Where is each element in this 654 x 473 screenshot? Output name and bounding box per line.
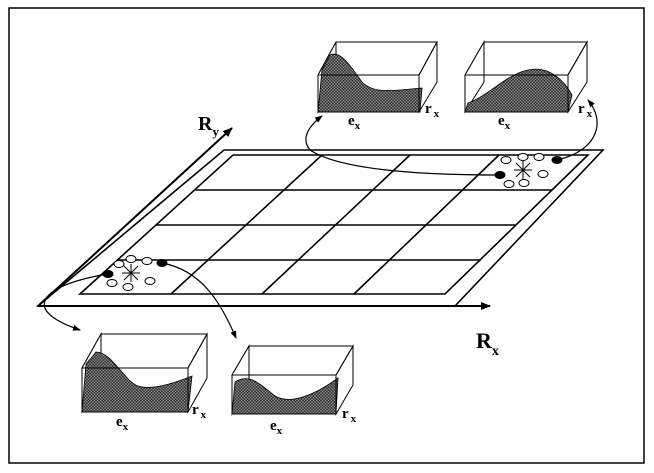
connector-arrow-top-right [556, 99, 598, 161]
axis-vertical-label: Ry [198, 113, 219, 139]
inset-x-label: ex [270, 418, 283, 437]
neuron-cluster-top-right [494, 153, 563, 188]
connector-arrow-top-left [305, 115, 501, 176]
unit-open-circle [125, 255, 137, 263]
grid-line-v2 [261, 154, 411, 295]
inset-x-label: ex [498, 113, 511, 132]
grid-line-v1 [170, 154, 323, 295]
grid-line-v3 [353, 154, 500, 295]
connector-arrow-bottom-right [161, 262, 237, 339]
figure-frame [8, 7, 645, 464]
unit-open-circle [518, 179, 530, 187]
inset-x-label: ex [116, 414, 129, 433]
grid-border [77, 154, 590, 295]
unit-open-circle [500, 156, 512, 164]
unit-open-circle [537, 170, 549, 178]
unit-open-circle [122, 283, 134, 291]
inset-x-label: ex [348, 113, 361, 132]
unit-open-circle [141, 257, 153, 265]
unit-open-circle [517, 153, 529, 161]
axis-vertical-arrow [37, 127, 233, 307]
connector-arrow-bottom-left [43, 273, 109, 331]
unit-open-circle [503, 180, 515, 188]
unit-open-circle [533, 153, 545, 161]
unit-open-circle [113, 260, 125, 268]
unit-open-circle [106, 279, 118, 287]
axis-horizontal-label: Rx [476, 328, 499, 359]
unit-open-circle [144, 277, 156, 285]
neuron-cluster-bottom-left [102, 255, 168, 291]
